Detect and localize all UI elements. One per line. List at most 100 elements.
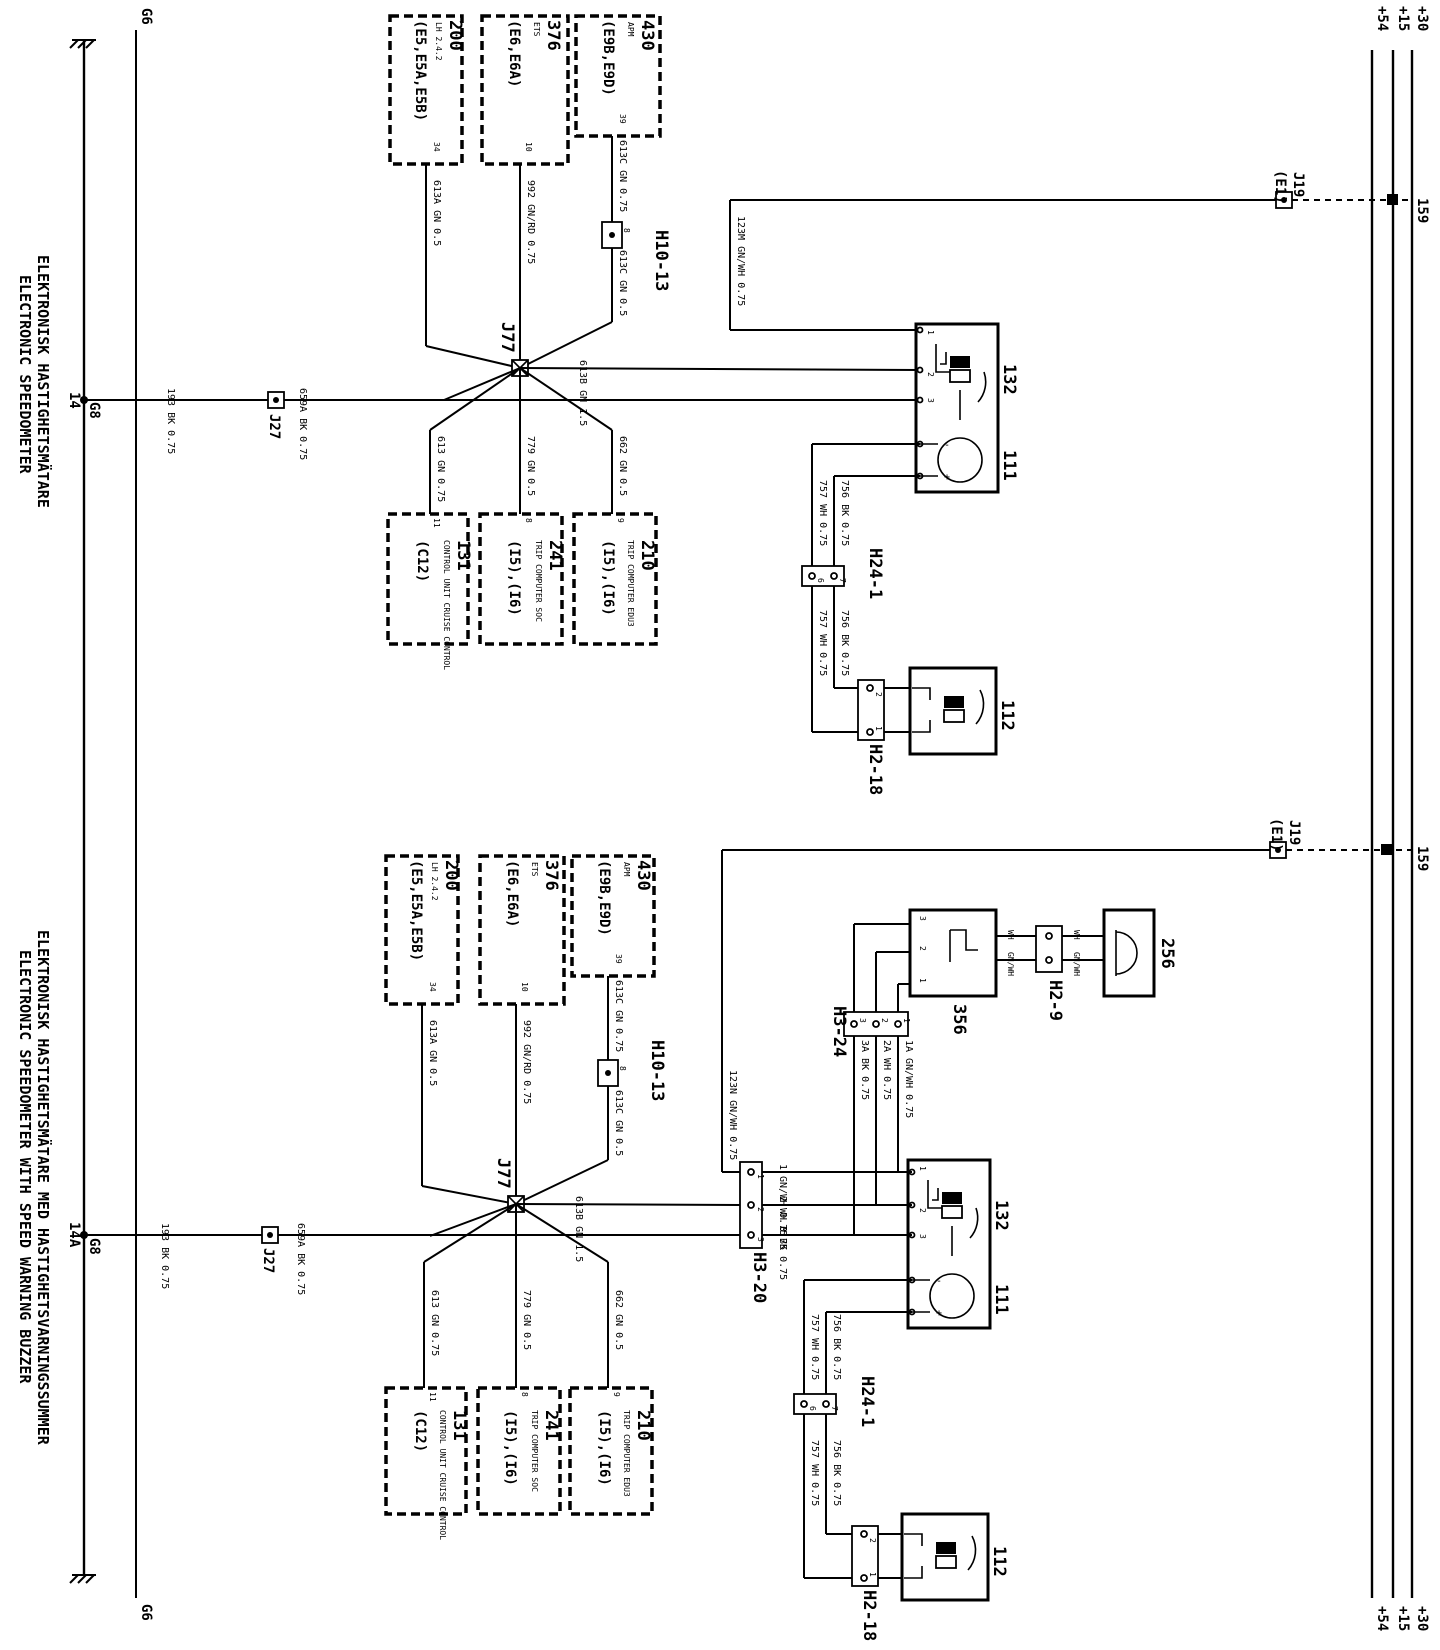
top-instrument-132-111 (914, 322, 1000, 494)
svg-text:210: 210 (633, 1410, 653, 1441)
svg-text:+: + (944, 472, 950, 483)
svg-text:(C12): (C12) (414, 540, 430, 582)
svg-text:9: 9 (616, 518, 625, 523)
svg-text:756 BK 0.75: 756 BK 0.75 (831, 1440, 842, 1506)
top-box-131 (386, 512, 470, 646)
svg-text:376: 376 (541, 860, 561, 891)
bottom-h3-24-label: H3-24 (829, 1006, 849, 1057)
bottom-box-200 (384, 854, 460, 1006)
bus-label-54-top: +54 (1374, 6, 1390, 31)
top-odometer-icon (912, 687, 985, 733)
svg-text:CONTROL UNIT CRUISE CONTROL: CONTROL UNIT CRUISE CONTROL (442, 540, 451, 670)
top-j77-label: J77 (497, 322, 517, 353)
svg-text:132: 132 (999, 364, 1019, 395)
top-h10-13-label: H10-13 (651, 230, 671, 291)
svg-text:123M GN/WH 0.75: 123M GN/WH 0.75 (735, 216, 746, 306)
svg-text:193 BK 0.75: 193 BK 0.75 (159, 1223, 170, 1289)
svg-text:10: 10 (524, 142, 533, 152)
svg-text:1: 1 (874, 726, 883, 731)
svg-text:376: 376 (543, 20, 563, 51)
svg-text:(I5),(I6): (I5),(I6) (506, 540, 522, 616)
bottom-j19-label: J19 (1286, 820, 1302, 845)
svg-text:241: 241 (541, 1410, 561, 1441)
svg-text:356: 356 (949, 1004, 969, 1035)
top-j19-label: J19 (1290, 172, 1306, 197)
svg-text:7: 7 (830, 1406, 839, 1411)
svg-text:613A GN 0.5: 613A GN 0.5 (431, 180, 442, 246)
svg-text:200: 200 (445, 20, 465, 51)
bottom-box-131 (384, 1386, 468, 1516)
bottom-ground-ref: 14A (66, 1222, 82, 1248)
svg-text:(I5),(I6): (I5),(I6) (596, 1410, 612, 1486)
svg-text:GN/WH: GN/WH (1072, 952, 1081, 976)
svg-text:CONTROL UNIT CRUISE CONTROL: CONTROL UNIT CRUISE CONTROL (438, 1410, 447, 1540)
bottom-node-159 (1381, 844, 1392, 855)
svg-text:11: 11 (428, 1392, 437, 1402)
bottom-h3-20-label: H3-20 (749, 1252, 769, 1303)
top-ground-g8: G8 (86, 402, 102, 419)
svg-text:757 WH 0.75: 757 WH 0.75 (809, 1314, 820, 1380)
bottom-module-356 (908, 908, 998, 998)
svg-text:662 GN 0.5: 662 GN 0.5 (613, 1290, 624, 1350)
svg-text:2: 2 (868, 1538, 877, 1543)
top-h24-1-label: H24-1 (865, 548, 885, 599)
svg-text:(E5,E5A,E5B): (E5,E5A,E5B) (412, 20, 428, 121)
svg-text:131: 131 (453, 540, 473, 571)
svg-text:9: 9 (612, 1392, 621, 1397)
svg-text:-: - (936, 1276, 942, 1287)
svg-text:613B GN 1.5: 613B GN 1.5 (577, 360, 588, 426)
svg-text:APM: APM (622, 862, 631, 877)
bottom-h10-13-label: H10-13 (647, 1040, 667, 1101)
bottom-box-210 (568, 1386, 654, 1516)
svg-text:757 WH 0.75: 757 WH 0.75 (817, 480, 828, 546)
top-ground-ref: 14 (66, 392, 82, 409)
svg-text:TRIP COMPUTER SOC: TRIP COMPUTER SOC (530, 1410, 539, 1492)
bottom-speedometer-motor-icon: - + (912, 1273, 975, 1319)
svg-text:WH: WH (1006, 930, 1015, 940)
svg-text:756 BK 0.75: 756 BK 0.75 (831, 1314, 842, 1380)
svg-text:10: 10 (520, 982, 529, 992)
svg-text:256: 256 (1157, 938, 1177, 969)
ground-label-g6-bottom: G6 (138, 1604, 154, 1621)
svg-text:241: 241 (545, 540, 565, 571)
top-pulse-sensor-icon (935, 344, 987, 420)
svg-text:-: - (944, 440, 950, 451)
svg-text:613A GN 0.5: 613A GN 0.5 (427, 1020, 438, 1086)
top-node-159 (1387, 194, 1398, 205)
svg-text:(I5),(I6): (I5),(I6) (600, 540, 616, 616)
top-connector-h24-1 (801, 565, 845, 587)
svg-text:3: 3 (918, 916, 927, 921)
svg-text:8: 8 (618, 1066, 627, 1071)
bus-label-30-top: +30 (1414, 6, 1430, 31)
svg-text:159: 159 (1414, 198, 1430, 223)
svg-text:1: 1 (902, 1018, 911, 1023)
svg-text:39: 39 (614, 954, 623, 964)
svg-text:ETS: ETS (532, 22, 541, 37)
bottom-pulse-sensor-icon (927, 1180, 979, 1256)
svg-text:(C12): (C12) (412, 1410, 428, 1452)
svg-text:6: 6 (808, 1406, 817, 1411)
svg-text:8: 8 (524, 518, 533, 523)
svg-text:3 BK 0.75: 3 BK 0.75 (777, 1226, 788, 1280)
ground-symbol-top-icon (69, 39, 96, 49)
svg-text:430: 430 (633, 860, 653, 891)
svg-text:613 GN 0.75: 613 GN 0.75 (435, 436, 446, 502)
svg-text:8: 8 (520, 1392, 529, 1397)
svg-text:6: 6 (816, 578, 825, 583)
svg-text:613B GN 1.5: 613B GN 1.5 (573, 1196, 584, 1262)
svg-text:131: 131 (449, 1410, 469, 1441)
svg-text:613C GN 0.75: 613C GN 0.75 (617, 140, 628, 212)
svg-text:2: 2 (756, 1207, 765, 1212)
bottom-title-english: ELECTRONIC SPEEDOMETER WITH SPEED WARNIN… (16, 950, 34, 1384)
svg-text:659A BK 0.75: 659A BK 0.75 (295, 1223, 306, 1295)
svg-text:112: 112 (989, 1546, 1009, 1577)
svg-text:34: 34 (428, 982, 437, 992)
svg-text:7: 7 (838, 578, 847, 583)
bus-label-15-bottom: +15 (1395, 1606, 1411, 1631)
svg-text:2 WH 0.75: 2 WH 0.75 (777, 1196, 788, 1250)
bus-label-30-bottom: +30 (1414, 1606, 1430, 1631)
top-j27-label: J27 (266, 414, 282, 439)
top-title-english: ELECTRONIC SPEEDOMETER (16, 275, 34, 475)
bottom-title-swedish: ELEKTRONISK HASTIGHETSMÄTARE MED HASTIGH… (34, 930, 53, 1446)
svg-text:(E6,E6A): (E6,E6A) (506, 20, 522, 87)
